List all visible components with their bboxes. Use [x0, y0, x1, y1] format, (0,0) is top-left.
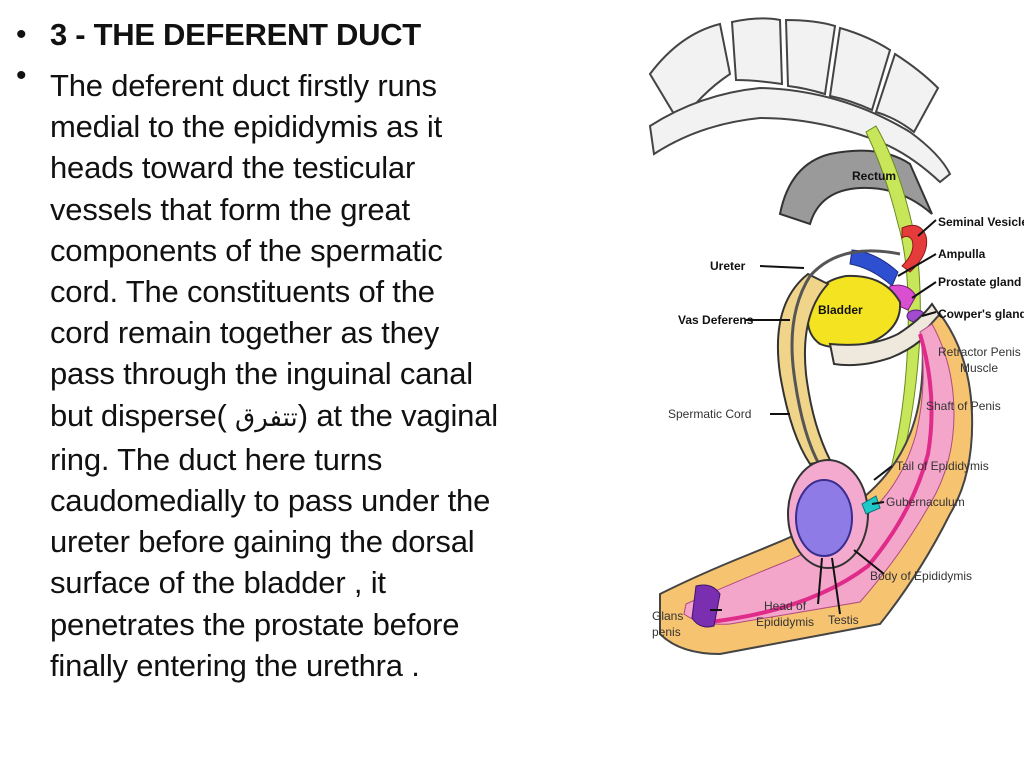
label-seminal-vesicles: Seminal Vesicles — [938, 215, 1024, 229]
vas-deferens-line — [790, 249, 901, 467]
arabic-word: تتفرق — [235, 402, 298, 433]
paragraph-line-mixed: but disperse( تتفرق) at the vaginal — [50, 395, 498, 439]
paragraph-line-part: but disperse( — [50, 397, 236, 433]
paragraph-line-part: ) at the vaginal — [297, 397, 498, 433]
label-glans: Glans — [652, 609, 683, 623]
bladder-shape — [806, 274, 902, 349]
gubernaculum-shape — [861, 495, 881, 515]
penis-shaft-inner — [683, 323, 955, 625]
penis-shaft-outer — [659, 312, 974, 656]
paragraph-line: vessels that form the great — [50, 191, 410, 227]
label-cowpers-gland: Cowper's gland — [938, 307, 1024, 321]
paragraph-line: The deferent duct firstly runs — [50, 68, 437, 103]
paragraph-line: ring. The duct here turns — [50, 441, 383, 477]
paragraph-line: surface of the bladder , it — [50, 565, 386, 601]
paragraph-line: finally entering the urethra . — [50, 647, 420, 683]
paragraph-line: heads toward the testicular — [50, 150, 416, 186]
label-penis: penis — [652, 625, 681, 639]
label-ureter: Ureter — [710, 259, 746, 273]
label-testis: Testis — [828, 613, 859, 627]
label-gubernaculum: Gubernaculum — [886, 495, 965, 509]
bullet-paragraph: • The deferent duct firstly runs medial … — [14, 55, 634, 686]
label-ampulla: Ampulla — [938, 247, 986, 261]
bullet-dot: • — [16, 59, 27, 92]
label-vas-deferens: Vas Deferens — [678, 313, 754, 327]
paragraph-line: cord remain together as they — [50, 315, 439, 351]
label-head-epididymis: Epididymis — [756, 615, 814, 629]
bullet-heading: • 3 - THE DEFERENT DUCT — [14, 14, 634, 55]
seminal-vesicle-shape — [901, 224, 928, 273]
label-bladder: Bladder — [818, 303, 863, 317]
bullet-list: • 3 - THE DEFERENT DUCT • The deferent d… — [14, 14, 634, 686]
label-prostate-gland: Prostate gland — [938, 275, 1021, 289]
label-retractor-penis-muscle: Muscle — [960, 361, 998, 375]
testis-shape — [795, 479, 853, 557]
label-shaft-of-penis: Shaft of Penis — [926, 399, 1001, 413]
reproductive-tract-diagram: Rectum Seminal Vesicles Ampulla Prostate… — [648, 17, 1024, 656]
glans-shape — [691, 584, 721, 628]
paragraph-line: ureter before gaining the dorsal — [50, 524, 475, 560]
label-spermatic-cord: Spermatic Cord — [668, 407, 751, 421]
spine-illustration — [648, 17, 952, 184]
slide-heading: 3 - THE DEFERENT DUCT — [50, 17, 421, 52]
label-rectum: Rectum — [852, 169, 896, 183]
paragraph-line: medial to the epididymis as it — [50, 109, 443, 145]
paragraph-line: penetrates the prostate before — [50, 606, 460, 642]
urethra-line — [709, 333, 934, 624]
label-head-of: Head of — [764, 599, 807, 613]
bullet-dot: • — [16, 18, 27, 51]
label-body-of-epididymis: Body of Epididymis — [870, 569, 972, 583]
label-tail-of-epididymis: Tail of Epididymis — [896, 459, 989, 473]
paragraph-line: cord. The constituents of the — [50, 274, 435, 310]
label-retractor-penis: Retractor Penis — [938, 345, 1021, 359]
paragraph-line: caudomedially to pass under the — [50, 483, 491, 519]
paragraph: The deferent duct firstly runs medial to… — [50, 65, 498, 686]
anatomy-figure: Rectum Seminal Vesicles Ampulla Prostate… — [640, 14, 1024, 674]
paragraph-line: components of the spermatic — [50, 232, 443, 268]
leader-lines — [710, 219, 937, 615]
paragraph-line: pass through the inguinal canal — [50, 356, 473, 392]
